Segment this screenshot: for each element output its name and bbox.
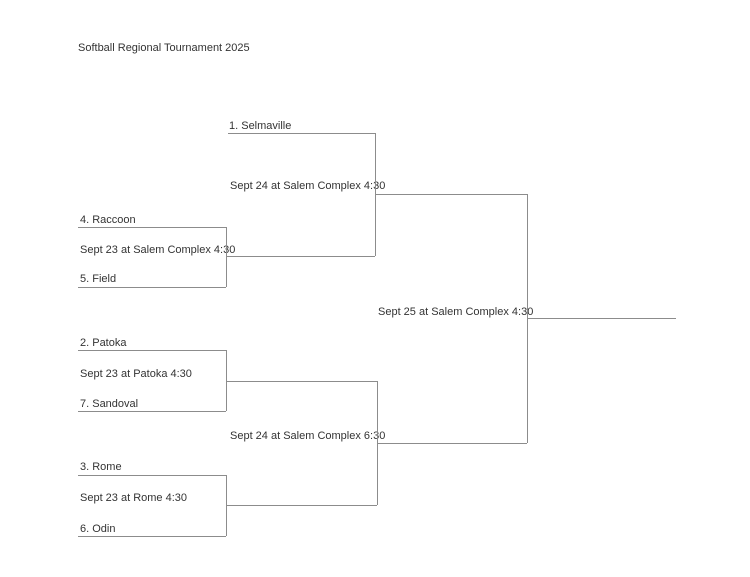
game-label-quarterfinal-a: Sept 23 at Salem Complex 4:30 bbox=[80, 244, 236, 256]
champion-line bbox=[527, 318, 676, 319]
team-line-patoka bbox=[78, 350, 226, 351]
page-title: Softball Regional Tournament 2025 bbox=[78, 42, 250, 54]
team-label-patoka: 2. Patoka bbox=[80, 337, 127, 349]
team-label-selmaville: 1. Selmaville bbox=[229, 120, 292, 132]
team-line-rome bbox=[78, 475, 226, 476]
game-label-semifinal-2: Sept 24 at Salem Complex 6:30 bbox=[230, 430, 386, 442]
winner-line-semifinal-1 bbox=[375, 194, 527, 195]
team-line-sandoval bbox=[78, 411, 226, 412]
team-label-rome: 3. Rome bbox=[80, 461, 122, 473]
winner-line-quarterfinal-b bbox=[226, 381, 377, 382]
team-line-field bbox=[78, 287, 226, 288]
winner-line-semifinal-2 bbox=[377, 443, 527, 444]
team-line-raccoon bbox=[78, 227, 226, 228]
winner-line-quarterfinal-a bbox=[226, 256, 375, 257]
team-label-field: 5. Field bbox=[80, 273, 117, 285]
game-label-quarterfinal-c: Sept 23 at Rome 4:30 bbox=[80, 492, 188, 504]
game-label-quarterfinal-b: Sept 23 at Patoka 4:30 bbox=[80, 368, 192, 380]
team-label-raccoon: 4. Raccoon bbox=[80, 214, 136, 226]
game-label-final: Sept 25 at Salem Complex 4:30 bbox=[378, 306, 534, 318]
bracket-vertical-quarterfinal-b bbox=[226, 350, 227, 411]
team-line-odin bbox=[78, 536, 226, 537]
bracket-vertical-quarterfinal-a bbox=[226, 227, 227, 287]
winner-line-quarterfinal-c bbox=[226, 505, 377, 506]
team-line-selmaville bbox=[228, 133, 375, 134]
team-label-odin: 6. Odin bbox=[80, 523, 116, 535]
team-label-sandoval: 7. Sandoval bbox=[80, 398, 139, 410]
game-label-semifinal-1: Sept 24 at Salem Complex 4:30 bbox=[230, 180, 386, 192]
